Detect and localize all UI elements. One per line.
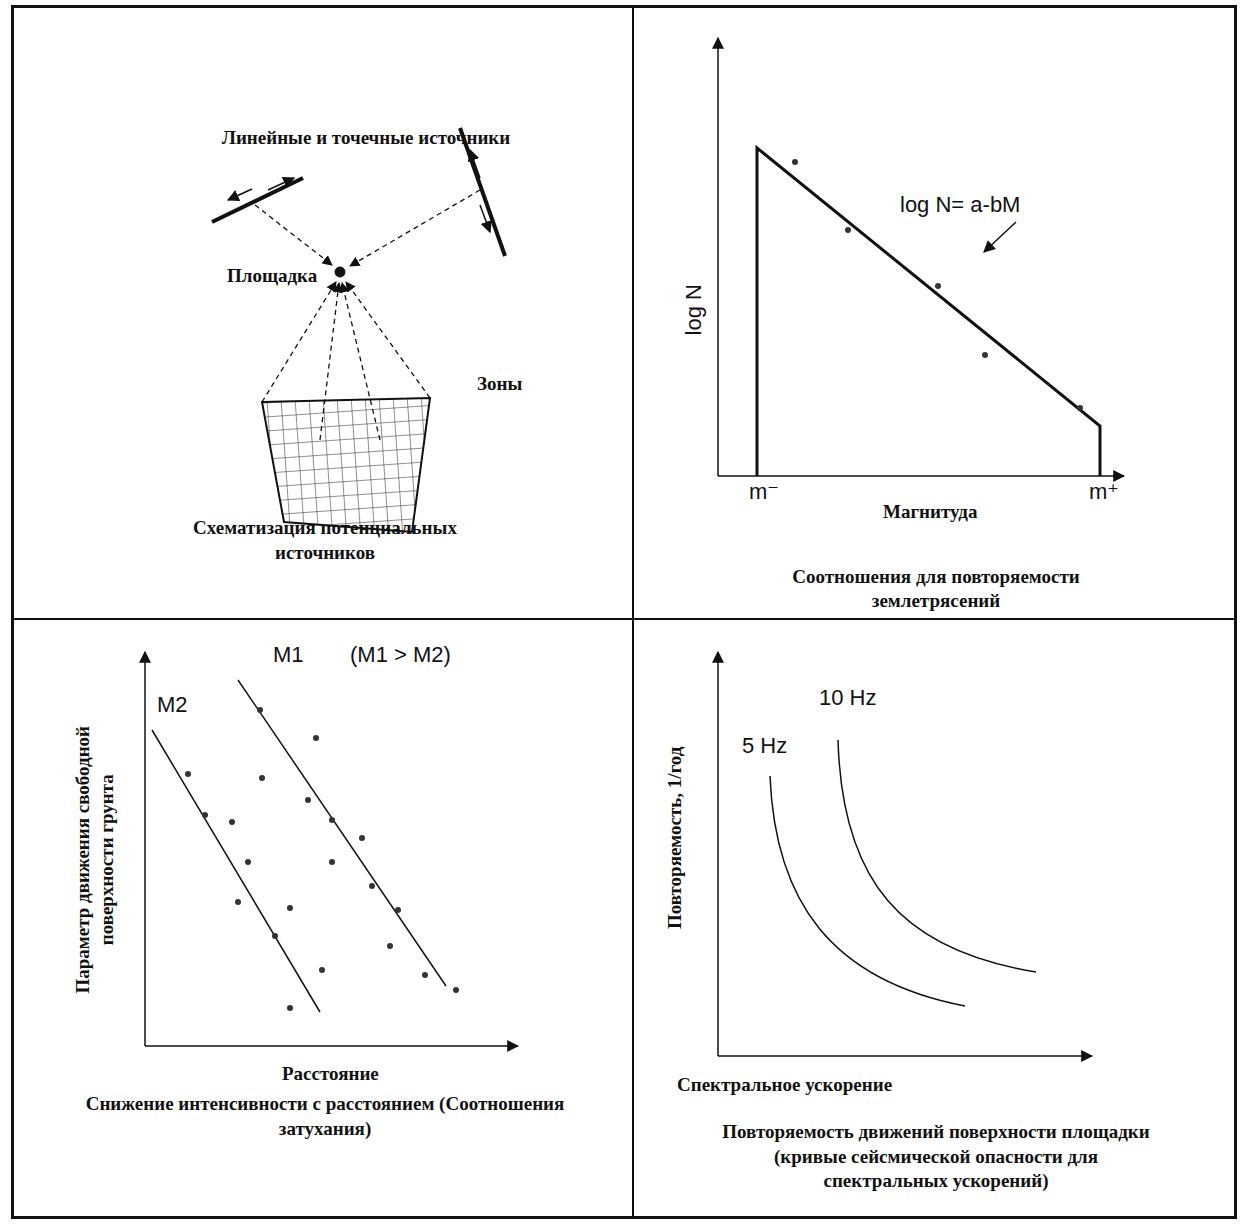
axis-label: Магнитуда (883, 500, 977, 524)
panel-caption: Повторяемость движений поверхности площа… (716, 1120, 1156, 1194)
curve-label: M2 (157, 691, 188, 719)
axis-label: log N (680, 284, 708, 335)
axis-tick-label: m⁻ (749, 478, 779, 506)
site-label: Площадка (227, 264, 317, 288)
source-sketch (212, 128, 505, 532)
attenuation-plot (145, 652, 518, 1046)
curve-label: M1 (273, 641, 304, 669)
source-label: Линейные и точечные источники (216, 126, 516, 150)
panel-box: Соотношения для повторяемости землетрясе… (632, 6, 1236, 620)
axis-label: Расстояние (282, 1062, 379, 1086)
panel-caption: Соотношения для повторяемости землетрясе… (746, 565, 1126, 614)
axis-label: Параметр движения свободной поверхности … (71, 700, 119, 1020)
curve-label: 10 Hz (819, 684, 876, 712)
panel-box: Повторяемость движений поверхности площа… (632, 618, 1236, 1218)
zone-label: Зоны (477, 372, 522, 396)
panel-caption: Снижение интенсивности с расстоянием (Со… (45, 1092, 605, 1141)
hazard-plot (718, 652, 1092, 1056)
panel-caption: Схематизация потенциальных источников (155, 516, 495, 565)
curve-label: (M1 > M2) (350, 641, 451, 669)
axis-label: Повторяемость, 1/год (663, 747, 687, 929)
curve-label: 5 Hz (742, 732, 787, 760)
outer-frame (12, 6, 1236, 1218)
formula-label: log N= a-bM (900, 191, 1020, 219)
panel-box: Схематизация потенциальных источников (12, 6, 634, 620)
recurrence-plot (718, 38, 1124, 476)
axis-tick-label: m⁺ (1089, 478, 1119, 506)
axis-label: Спектральное ускорение (677, 1073, 892, 1097)
